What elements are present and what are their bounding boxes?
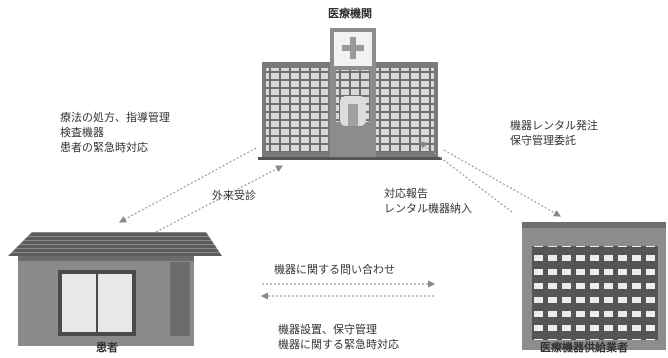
edge-label-hospital-to-dealer: 機器レンタル発注 保守管理委託 [510,119,598,147]
dealer-label: 医療機器供給業者 [540,341,628,354]
patient-label: 患者 [96,341,118,354]
edge-label-dealer-to-patient: 機器設置、保守管理 機器に関する緊急時対応 [278,323,399,351]
house-icon [8,232,222,346]
edge-label-hospital-to-patient: 療法の処方、指導管理 検査機器 患者の緊急時対応 [60,111,170,154]
hospital-label: 医療機関 [328,7,372,20]
edge-label-patient-to-hospital: 外来受診 [212,189,256,202]
edge-label-patient-to-dealer: 機器に関する問い合わせ [274,263,395,276]
arrow-dealer-to-hospital [419,141,513,213]
edge-label-dealer-to-hospital: 対応報告 レンタル機器納入 [384,187,472,215]
arrow-hospital-to-patient [118,147,257,223]
office-building-icon [522,222,666,350]
hospital-building-icon [258,28,442,160]
